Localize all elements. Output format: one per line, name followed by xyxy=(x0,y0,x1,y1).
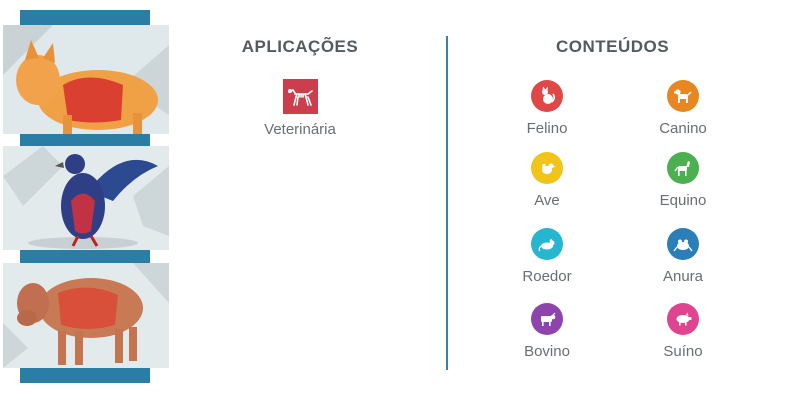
horse-icon xyxy=(667,152,699,184)
app-label: Veterinária xyxy=(264,121,336,138)
dog-icon xyxy=(667,80,699,112)
content-bovino[interactable]: Bovino xyxy=(497,303,597,360)
bird-icon xyxy=(531,152,563,184)
accent-bar xyxy=(20,134,150,146)
accent-bar xyxy=(20,368,150,383)
content-label: Felino xyxy=(526,120,568,137)
cow-icon xyxy=(531,303,563,335)
section-divider xyxy=(446,36,448,370)
content-label: Anura xyxy=(662,268,704,285)
accent-bar xyxy=(20,10,150,25)
content-canino[interactable]: Canino xyxy=(633,80,733,137)
content-felino[interactable]: Felino xyxy=(497,80,597,137)
content-roedor[interactable]: Roedor xyxy=(497,228,597,285)
rodent-icon xyxy=(531,228,563,260)
content-label: Bovino xyxy=(524,343,570,360)
accent-bar xyxy=(20,250,150,263)
frog-icon xyxy=(667,228,699,260)
app-veterinaria[interactable]: Veterinária xyxy=(250,79,350,138)
content-ave[interactable]: Ave xyxy=(497,152,597,209)
cat-icon xyxy=(531,80,563,112)
content-label: Ave xyxy=(534,192,560,209)
cow-anatomy-image xyxy=(3,263,169,368)
content-anura[interactable]: Anura xyxy=(633,228,733,285)
content-label: Canino xyxy=(659,120,707,137)
anatomy-thumbnails xyxy=(0,0,175,405)
contents-heading: CONTEÚDOS xyxy=(555,37,670,56)
content-equino[interactable]: Equino xyxy=(633,152,733,209)
pig-icon xyxy=(667,303,699,335)
bird-anatomy-image xyxy=(3,146,169,250)
cat-anatomy-image xyxy=(3,25,169,134)
content-label: Roedor xyxy=(522,268,572,285)
content-label: Equino xyxy=(659,192,707,209)
content-suino[interactable]: Suíno xyxy=(633,303,733,360)
applications-heading: APLICAÇÕES xyxy=(241,37,359,56)
content-label: Suíno xyxy=(663,343,703,360)
dog-skeleton-icon xyxy=(282,79,318,114)
